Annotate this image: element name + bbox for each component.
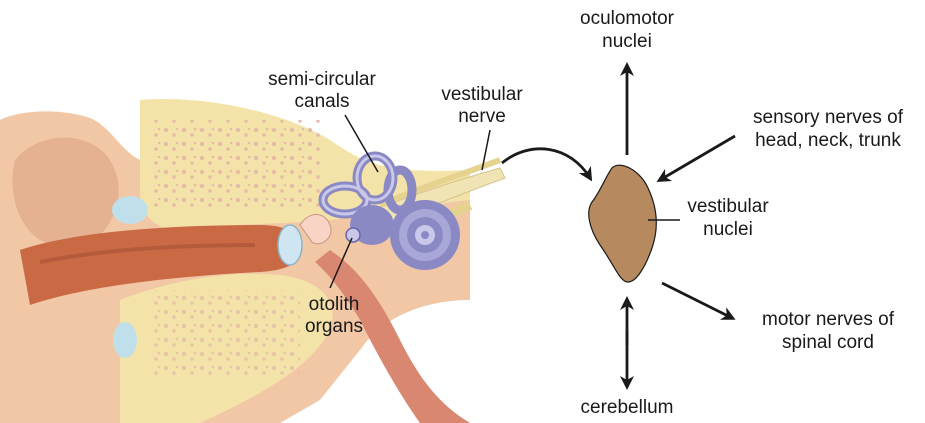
label-otolith-1: otolith [309,294,360,315]
label-oculomotor-2: nuclei [602,31,652,52]
label-vestibular-nuclei-2: nuclei [703,219,753,240]
vestibular-nuclei-shape [589,165,657,282]
ear-illustration [0,99,505,423]
arrow-to-motor [662,283,732,318]
label-cerebellum: cerebellum [581,397,674,418]
label-motor-2: spinal cord [782,332,874,353]
label-motor-1: motor nerves of [762,309,895,330]
label-semicircular-2: canals [295,91,350,112]
label-otolith-2: organs [305,316,363,337]
cartilage-lower [113,322,137,358]
label-oculomotor-1: oculomotor [580,8,675,29]
arrow-from-sensory [660,136,735,180]
arrow-nerve-to-nuclei [502,149,590,178]
otolith-organs [346,228,360,242]
label-sensory-1: sensory nerves of [753,107,904,128]
label-vestibular-nerve-2: nerve [458,106,506,127]
eardrum [278,225,302,265]
cartilage-upper [112,196,148,224]
label-semicircular-1: semi-circular [268,69,376,90]
label-sensory-2: head, neck, trunk [755,130,901,151]
label-vestibular-nuclei-1: vestibular [687,196,769,217]
cochlea [390,200,460,270]
label-vestibular-nerve-1: vestibular [441,84,523,105]
